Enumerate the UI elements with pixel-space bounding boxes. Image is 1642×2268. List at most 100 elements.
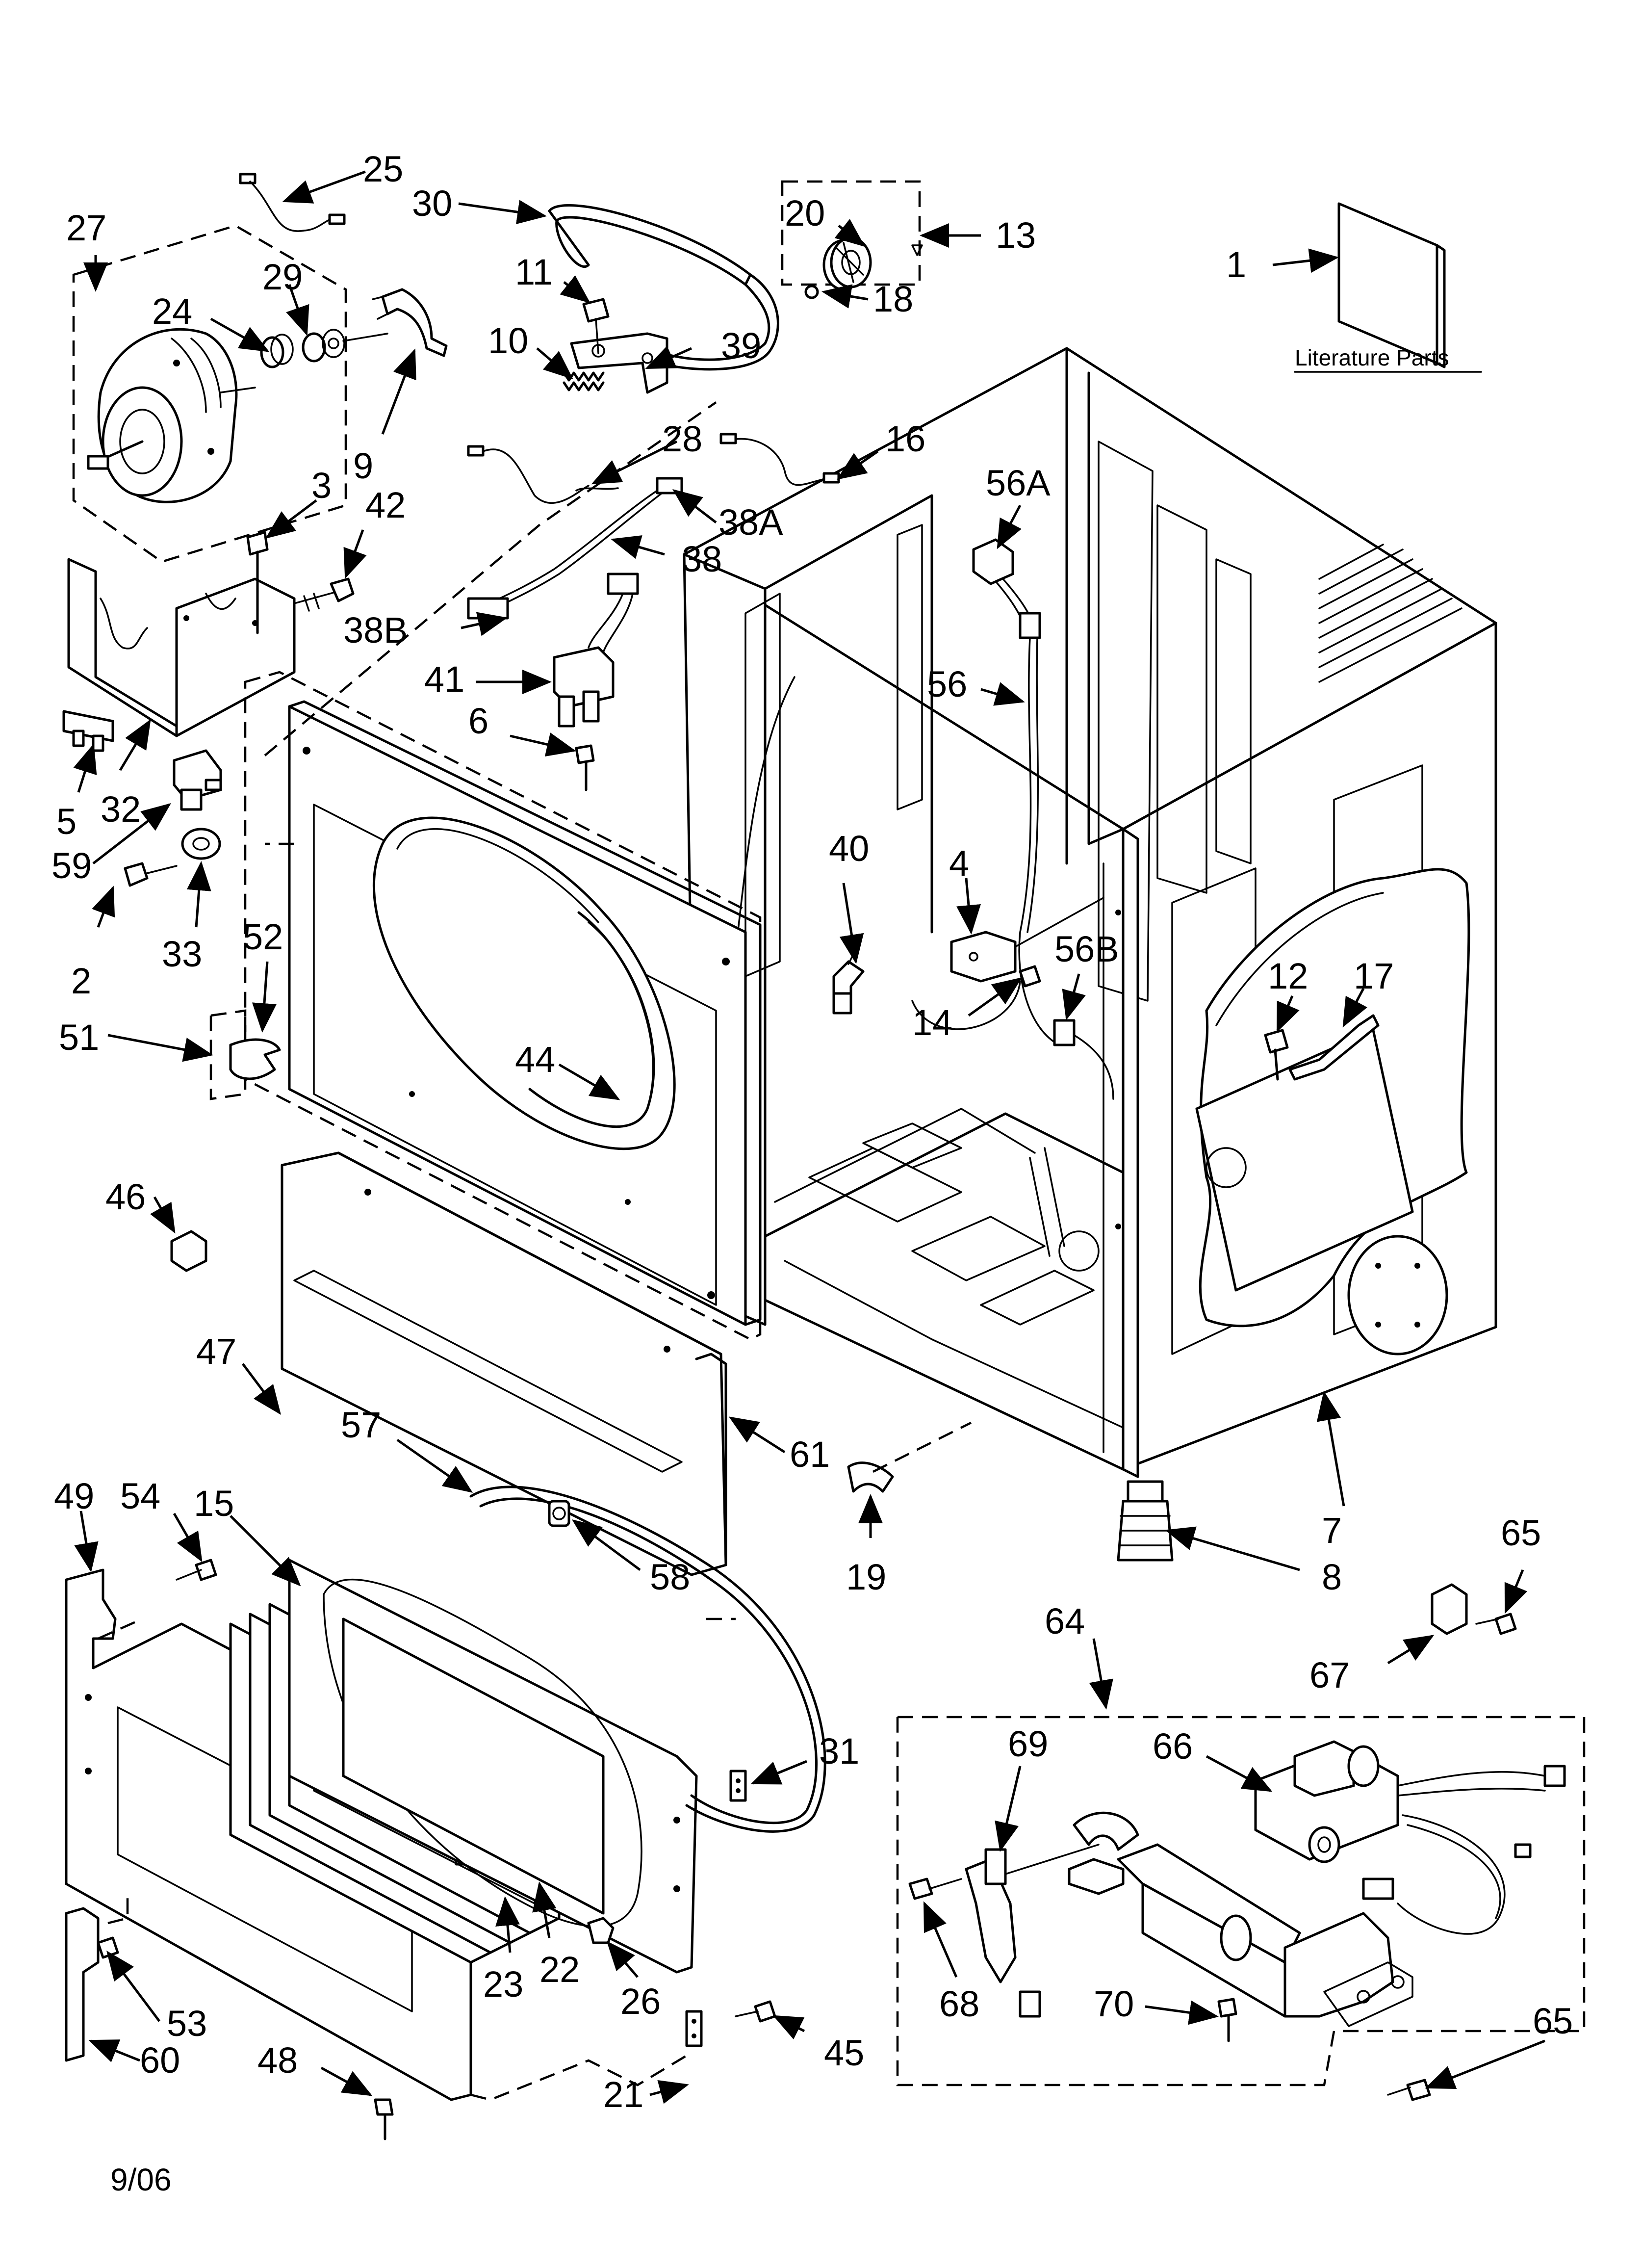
callout-19: 19: [846, 1557, 886, 1597]
callout-10: 10: [488, 320, 528, 361]
idler-pulley-group: [781, 180, 923, 299]
cabinet-hinge[interactable]: [685, 2010, 703, 2047]
callout-52: 52: [243, 916, 283, 957]
gas-bracket-screw[interactable]: [1475, 1613, 1517, 1635]
callout-32: 32: [101, 789, 141, 830]
callout-30: 30: [412, 183, 452, 224]
callout-59: 59: [51, 845, 92, 886]
door-hinge[interactable]: [65, 1907, 100, 2062]
door-bottom-screw[interactable]: [374, 2098, 394, 2140]
door-switch-screw[interactable]: [1019, 965, 1041, 988]
callout-15: 15: [194, 1483, 234, 1524]
thermal-fuse-screw[interactable]: [575, 744, 595, 791]
callout-33: 33: [162, 934, 202, 974]
callout-45: 45: [824, 2033, 864, 2073]
literature-booklet[interactable]: [1337, 202, 1438, 365]
door-strike[interactable]: [587, 1917, 615, 1944]
callout-65-bottom: 65: [1533, 2001, 1573, 2041]
lint-bracket[interactable]: [832, 938, 865, 1015]
gas-bracket[interactable]: [1431, 1583, 1468, 1635]
drive-motor-group: [72, 224, 388, 563]
callout-56B: 56B: [1054, 929, 1119, 969]
callout-14: 14: [912, 1002, 952, 1043]
callout-6: 6: [468, 701, 488, 741]
callout-48: 48: [257, 2040, 298, 2081]
igniter[interactable]: [965, 1844, 1100, 2018]
callout-21: 21: [603, 2074, 643, 2115]
motor-switch[interactable]: [62, 710, 114, 752]
callout-28: 28: [662, 418, 702, 459]
sensor-bar[interactable]: [1288, 1014, 1380, 1081]
callout-labels: 1 2 3 4 5 6 7 8 9 10 11 12 13 14 15 16 1…: [51, 149, 1573, 2115]
callout-16: 16: [885, 418, 925, 459]
callout-64: 64: [1045, 1601, 1085, 1642]
cabinet[interactable]: [683, 347, 1497, 1478]
callout-5: 5: [56, 801, 77, 842]
door-latch[interactable]: [548, 1500, 570, 1527]
callout-70: 70: [1094, 1983, 1134, 2024]
idler-screw[interactable]: [293, 577, 355, 612]
date-code: 9/06: [110, 2162, 172, 2197]
gas-burner-assembly: [896, 1716, 1586, 2086]
motor-clip[interactable]: [302, 332, 326, 363]
motor-mount[interactable]: [67, 558, 296, 737]
front-panel[interactable]: [244, 671, 762, 1341]
callout-40: 40: [829, 828, 869, 869]
door-inner-liner[interactable]: [288, 1559, 698, 1974]
callout-67: 67: [1309, 1655, 1350, 1695]
callout-26: 26: [620, 1981, 661, 2022]
panel-clip[interactable]: [170, 1230, 207, 1272]
toe-panel[interactable]: [281, 1151, 727, 1576]
motor-mount-screw[interactable]: [246, 531, 269, 634]
callout-23: 23: [483, 1964, 523, 2005]
literature-parts-group: Literature Parts: [1294, 202, 1482, 373]
drive-motor[interactable]: [87, 328, 256, 503]
burner-base-screw[interactable]: [1387, 2079, 1431, 2101]
motor-harness[interactable]: [239, 173, 346, 232]
leveling-leg[interactable]: [1117, 1480, 1174, 1562]
toe-clip[interactable]: [847, 1461, 894, 1493]
cabinet-harness[interactable]: [911, 538, 1114, 1100]
callout-56: 56: [927, 664, 967, 704]
hinge-screw-45[interactable]: [735, 2000, 776, 2023]
callout-54: 54: [120, 1476, 160, 1516]
callout-66: 66: [1153, 1726, 1193, 1767]
callout-38A: 38A: [718, 502, 783, 543]
leader-lines: [73, 170, 1545, 2104]
idler-washer[interactable]: [804, 285, 819, 299]
callout-57: 57: [341, 1405, 381, 1445]
idler-bracket-screw[interactable]: [582, 298, 610, 354]
door-switch[interactable]: [950, 897, 1104, 983]
gas-valve[interactable]: [1254, 1740, 1566, 1935]
belt-switch[interactable]: [173, 749, 222, 811]
cabinet-screw[interactable]: [124, 862, 178, 887]
callout-53: 53: [167, 2003, 207, 2044]
motor-clamp[interactable]: [372, 288, 448, 357]
idler-pulley[interactable]: [822, 236, 872, 291]
callout-8: 8: [1322, 1557, 1342, 1597]
igniter-screw[interactable]: [908, 1877, 962, 1900]
door-seal[interactable]: [469, 1486, 826, 1833]
callout-51: 51: [59, 1017, 99, 1058]
callout-17: 17: [1354, 956, 1394, 996]
callout-7: 7: [1322, 1510, 1342, 1551]
callout-60: 60: [140, 2040, 180, 2081]
callout-65-top: 65: [1501, 1512, 1541, 1553]
literature-parts-label: Literature Parts: [1295, 345, 1449, 370]
callout-12: 12: [1268, 956, 1308, 996]
door-switch-clip[interactable]: [229, 1038, 281, 1080]
callout-4: 4: [949, 843, 969, 884]
burner-screw[interactable]: [1217, 1998, 1237, 2042]
thermal-fuse[interactable]: [553, 573, 639, 728]
callout-25: 25: [363, 149, 403, 189]
burner-tube[interactable]: [1068, 1811, 1413, 2027]
pulley-washer[interactable]: [181, 828, 221, 860]
callout-61: 61: [790, 1434, 830, 1475]
callout-69: 69: [1008, 1723, 1048, 1764]
drum-belt[interactable]: [548, 204, 779, 371]
door-catch[interactable]: [729, 1770, 747, 1802]
door-screw[interactable]: [176, 1559, 217, 1581]
callout-68: 68: [939, 1983, 979, 2024]
callout-38: 38: [682, 539, 722, 579]
